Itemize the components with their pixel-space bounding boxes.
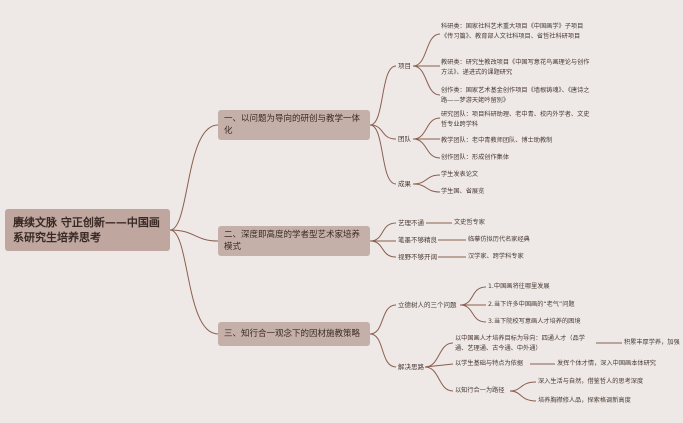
branch-2[interactable]: 二、深度即高度的学者型艺术家培养模式 [218,226,370,256]
solution-goal[interactable]: 以中国画人才培养目标为导向：四通人才（品学通、艺理通、古今通、中外通） [455,335,585,352]
question-2[interactable]: 2.当下许多中国画的“老气”问题 [488,301,575,308]
topic-chengguo[interactable]: 成果 [398,180,411,188]
branch-1[interactable]: 一、以问题为导向的研创与教学一体化 [218,110,370,140]
topic-chuangzuo[interactable]: 创作类：国家艺术基金创作项目《墙根铸魂》、《唐诗之路——梦游天姥吟留别》 [441,87,590,104]
topic-keyan[interactable]: 科研类：国家社科艺术重大项目《中国画学》子项目《传习篇》、教育部人文社科项目、省… [441,23,584,40]
solution-goal-detail[interactable]: 积累丰厚学养，加强 [624,339,680,346]
branch-3[interactable]: 三、知行合一观念下的因材施教策略 [218,322,370,346]
root-topic[interactable]: 赓续文脉 守正创新——中国画系研究生培养思考 [5,209,170,251]
topic-bimo[interactable]: 笔墨不够精良 [398,236,437,244]
topic-solutions[interactable]: 解决思路 [398,363,424,371]
solution-path-character[interactable]: 培养胸襟修人品，探索格调新高度 [538,397,631,404]
topic-jiaoyan[interactable]: 教研类：研究生教改项目《中国写意花鸟画理论与创作方法》、递进式的课题研究 [441,59,590,76]
topic-yili[interactable]: 艺理不通 [398,219,424,227]
topic-teaching-team[interactable]: 教学团队：老中青教师团队、博士助教制 [441,137,553,144]
solution-path[interactable]: 以知行合一为路径 [455,387,505,394]
question-1[interactable]: 1.中国画将往哪里发展 [488,283,550,290]
topic-hanxue[interactable]: 汉学家、跨学科专家 [468,253,524,260]
question-3[interactable]: 3.当下院校写意画人才培养的困境 [488,318,581,325]
solution-path-life[interactable]: 深入生活与自然，借鉴哲人的思考深度 [538,378,644,385]
topic-research-team[interactable]: 研究团队：项目科研助理、老中青、校内外学者、文史哲专业跨学科 [441,111,590,128]
topic-tuandui[interactable]: 团队 [398,135,411,143]
topic-wenshizhe[interactable]: 文史哲专家 [454,219,485,226]
topic-papers[interactable]: 学生发表论文 [441,171,479,178]
topic-three-questions[interactable]: 立德树人的三个问题 [398,301,457,309]
topic-exhibitions[interactable]: 学生国、省展览 [441,188,485,195]
topic-xiangmu[interactable]: 项目 [398,62,411,70]
topic-creative-team[interactable]: 创作团队：形成创作集体 [441,154,510,161]
topic-linmo[interactable]: 临摹仿拟历代名家经典 [468,236,530,243]
solution-basis-detail[interactable]: 发挥个体才情，深入中国画本体研究 [557,360,656,367]
topic-shiye[interactable]: 视野不够开阔 [398,253,437,261]
solution-basis[interactable]: 以学生基础与特点为依据 [455,360,524,367]
